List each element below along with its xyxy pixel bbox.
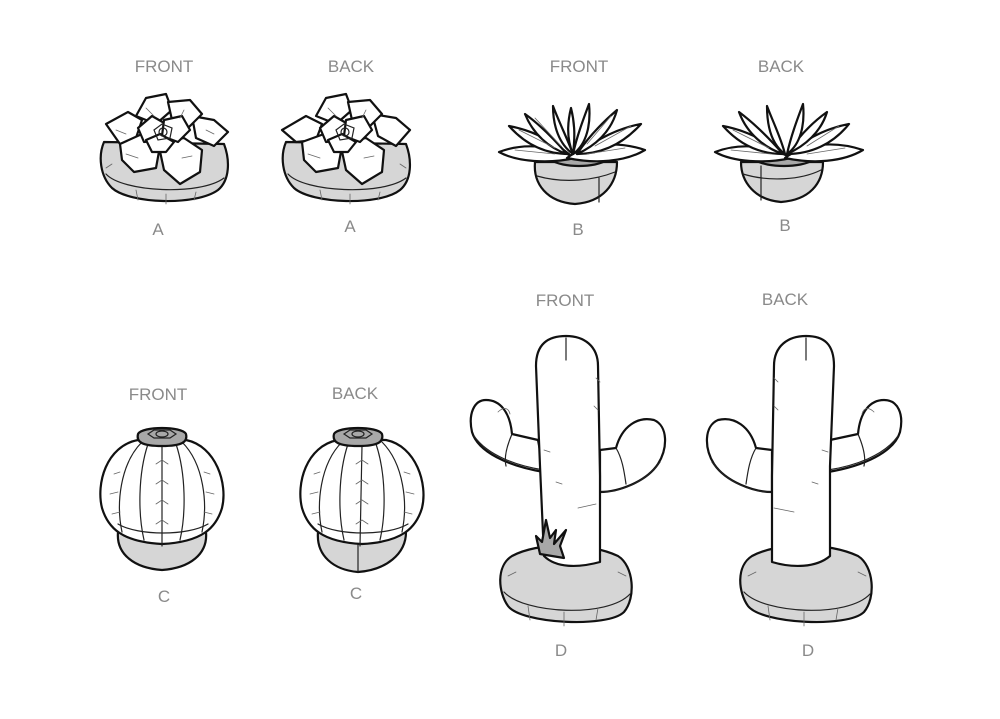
style-label-b-back: B: [779, 216, 791, 235]
view-label-c-back: BACK: [331, 384, 379, 403]
view-label-b-back: BACK: [757, 57, 805, 76]
view-label-a-back: BACK: [327, 57, 375, 76]
view-label-b-front: FRONT: [549, 57, 609, 76]
barrel-cactus-back-illustration: [298, 424, 428, 574]
style-label-a-front: A: [152, 220, 164, 239]
view-label-c-front: FRONT: [128, 385, 188, 404]
style-label-b-front: B: [572, 220, 584, 239]
saguaro-cactus-front-illustration: [468, 334, 668, 631]
rosette-succulent-back-illustration: [280, 92, 420, 209]
style-label-c-front: C: [157, 587, 171, 606]
style-label-d-back: D: [801, 641, 815, 660]
rosette-succulent-front-illustration: [96, 92, 236, 209]
view-label-a-front: FRONT: [134, 57, 194, 76]
saguaro-cactus-back-illustration: [704, 334, 904, 631]
agave-succulent-back-illustration: [713, 102, 865, 208]
barrel-cactus-front-illustration: [98, 424, 228, 572]
style-label-c-back: C: [349, 584, 363, 603]
view-label-d-back: BACK: [761, 290, 809, 309]
view-label-d-front: FRONT: [535, 291, 595, 310]
style-label-a-back: A: [344, 217, 356, 236]
style-label-d-front: D: [554, 641, 568, 660]
agave-succulent-front-illustration: [495, 102, 647, 208]
